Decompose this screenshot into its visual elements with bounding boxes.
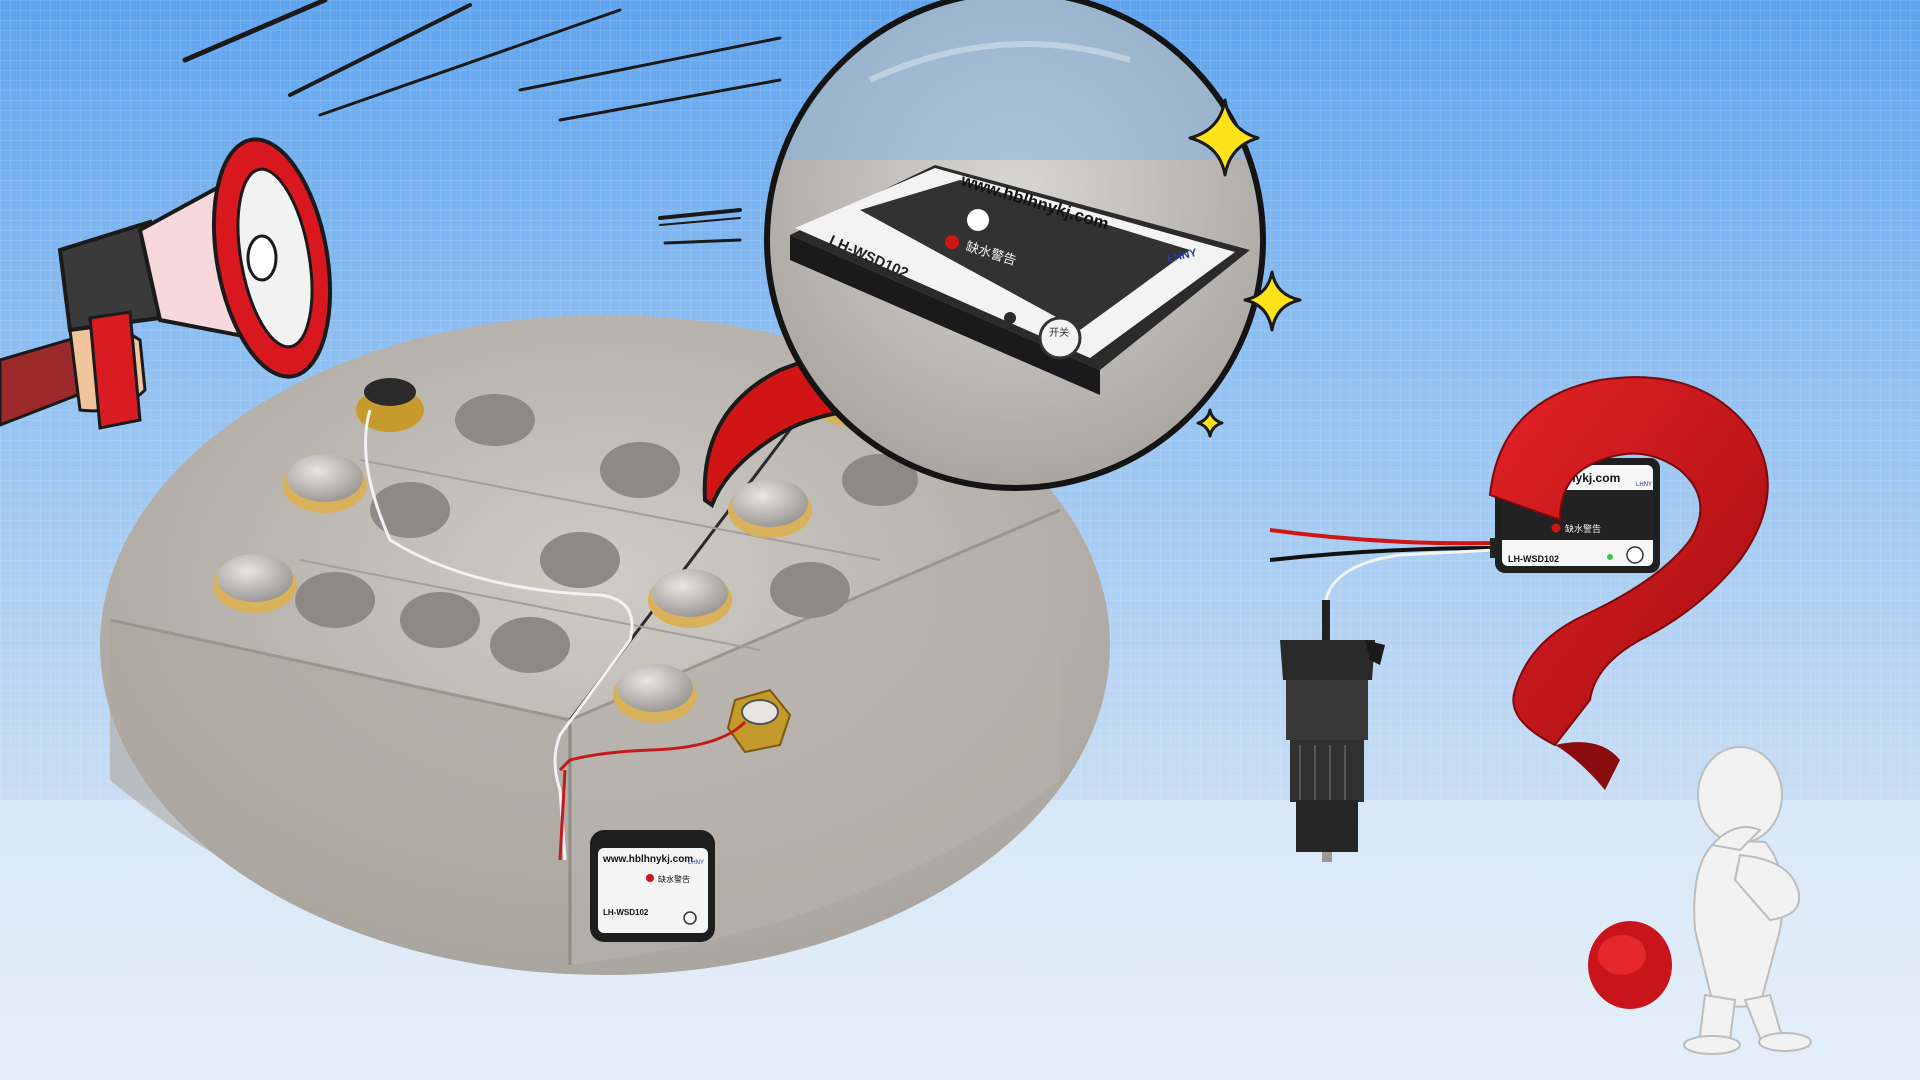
product-device-power-led (1607, 554, 1613, 560)
product-device-brand: LHNY (1636, 482, 1652, 488)
magnified-device-led-red (945, 235, 959, 249)
question-mark-icon (1488, 376, 1769, 1009)
installed-device-brand: LHNY (688, 860, 704, 866)
magnifier-lens: www.hblhnykj.com 缺水警告 LH-WSD102 LHNY 开关 (764, 0, 1266, 491)
sparkle-icon (1188, 98, 1302, 438)
product-device-warning-label: 缺水警告 (1565, 523, 1601, 534)
installed-device-url: www.hblhnykj.com (602, 854, 693, 865)
installed-device-switch (683, 911, 697, 925)
product-device-model: LH-WSD102 (1508, 554, 1559, 564)
magnified-device-led-white (967, 209, 989, 231)
product-device-led (1551, 523, 1561, 533)
megaphone-icon (0, 137, 333, 430)
installed-device-model: LH-WSD102 (603, 908, 649, 917)
speed-lines (182, 0, 782, 245)
magnified-device-switch-button (1038, 316, 1082, 360)
magnified-device-switch-label: 开关 (1049, 326, 1069, 339)
product-device-switch (1626, 546, 1644, 564)
installed-device: www.hblhnykj.com 缺水警告 LH-WSD102 LHNY (590, 830, 715, 942)
installed-device-warning-label: 缺水警告 (658, 874, 690, 884)
magnified-device-power-led (1004, 312, 1016, 324)
installed-device-led (646, 874, 654, 882)
thinking-figure-icon (1683, 746, 1812, 1055)
